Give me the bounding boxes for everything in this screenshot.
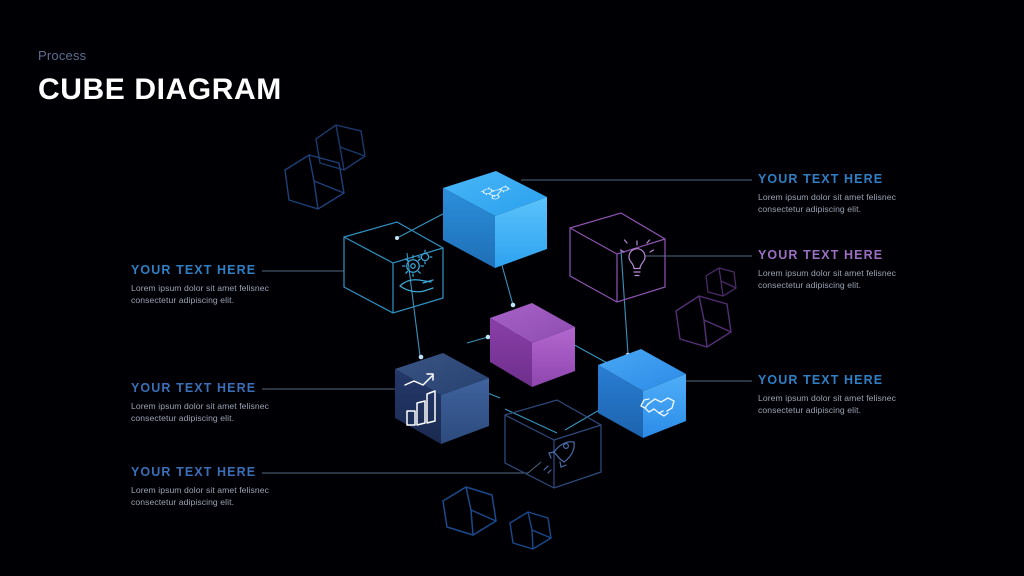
decor-cube-6 <box>509 511 552 550</box>
callout-body: Lorem ipsum dolor sit amet felisnec cons… <box>131 401 269 424</box>
callout-mid-left[interactable]: YOUR TEXT HERE Lorem ipsum dolor sit ame… <box>131 381 311 424</box>
callout-body: Lorem ipsum dolor sit amet felisnec cons… <box>131 485 269 508</box>
callout-body: Lorem ipsum dolor sit amet felisnec cons… <box>758 192 896 215</box>
cube-center-purple[interactable] <box>490 303 575 387</box>
callout-top-right[interactable]: YOUR TEXT HERE Lorem ipsum dolor sit ame… <box>758 172 938 215</box>
lightbulb-icon <box>619 239 655 277</box>
callout-body: Lorem ipsum dolor sit amet felisnec cons… <box>758 268 896 291</box>
decor-cube-2 <box>284 154 345 210</box>
cube-bottom-wire[interactable] <box>504 399 602 489</box>
cube-lower-left[interactable] <box>395 353 489 444</box>
callout-title: YOUR TEXT HERE <box>758 373 884 387</box>
callout-title: YOUR TEXT HERE <box>758 172 884 186</box>
cube-upper-right[interactable] <box>569 212 666 303</box>
callout-title: YOUR TEXT HERE <box>131 381 257 395</box>
decor-cube-3 <box>705 267 737 297</box>
page-title: CUBE DIAGRAM <box>38 73 282 106</box>
cube-right-blue[interactable] <box>598 349 686 438</box>
callout-connectors <box>262 179 752 474</box>
callout-body: Lorem ipsum dolor sit amet felisnec cons… <box>131 283 269 306</box>
callout-top-left[interactable]: YOUR TEXT HERE Lorem ipsum dolor sit ame… <box>131 263 311 306</box>
callout-bottom-right[interactable]: YOUR TEXT HERE Lorem ipsum dolor sit ame… <box>758 373 938 416</box>
decor-cube-4 <box>675 295 732 348</box>
callout-bottom-left[interactable]: YOUR TEXT HERE Lorem ipsum dolor sit ame… <box>131 465 311 508</box>
decor-cube-1 <box>315 124 366 171</box>
callout-title: YOUR TEXT HERE <box>131 263 257 277</box>
callout-title: YOUR TEXT HERE <box>131 465 257 479</box>
cube-top-blue[interactable] <box>443 171 547 268</box>
network-gear-icon <box>480 185 511 200</box>
gears-in-hand-icon <box>399 249 434 293</box>
handshake-icon <box>640 397 675 417</box>
callout-title: YOUR TEXT HERE <box>758 248 884 262</box>
callout-body: Lorem ipsum dolor sit amet felisnec cons… <box>758 393 896 416</box>
cube-left-wire[interactable] <box>343 221 444 314</box>
callout-mid-right[interactable]: YOUR TEXT HERE Lorem ipsum dolor sit ame… <box>758 248 938 291</box>
slide-kicker: Process <box>38 48 87 63</box>
decor-cube-5 <box>442 486 497 536</box>
rocket-icon <box>543 441 575 474</box>
growth-chart-icon <box>404 373 436 426</box>
